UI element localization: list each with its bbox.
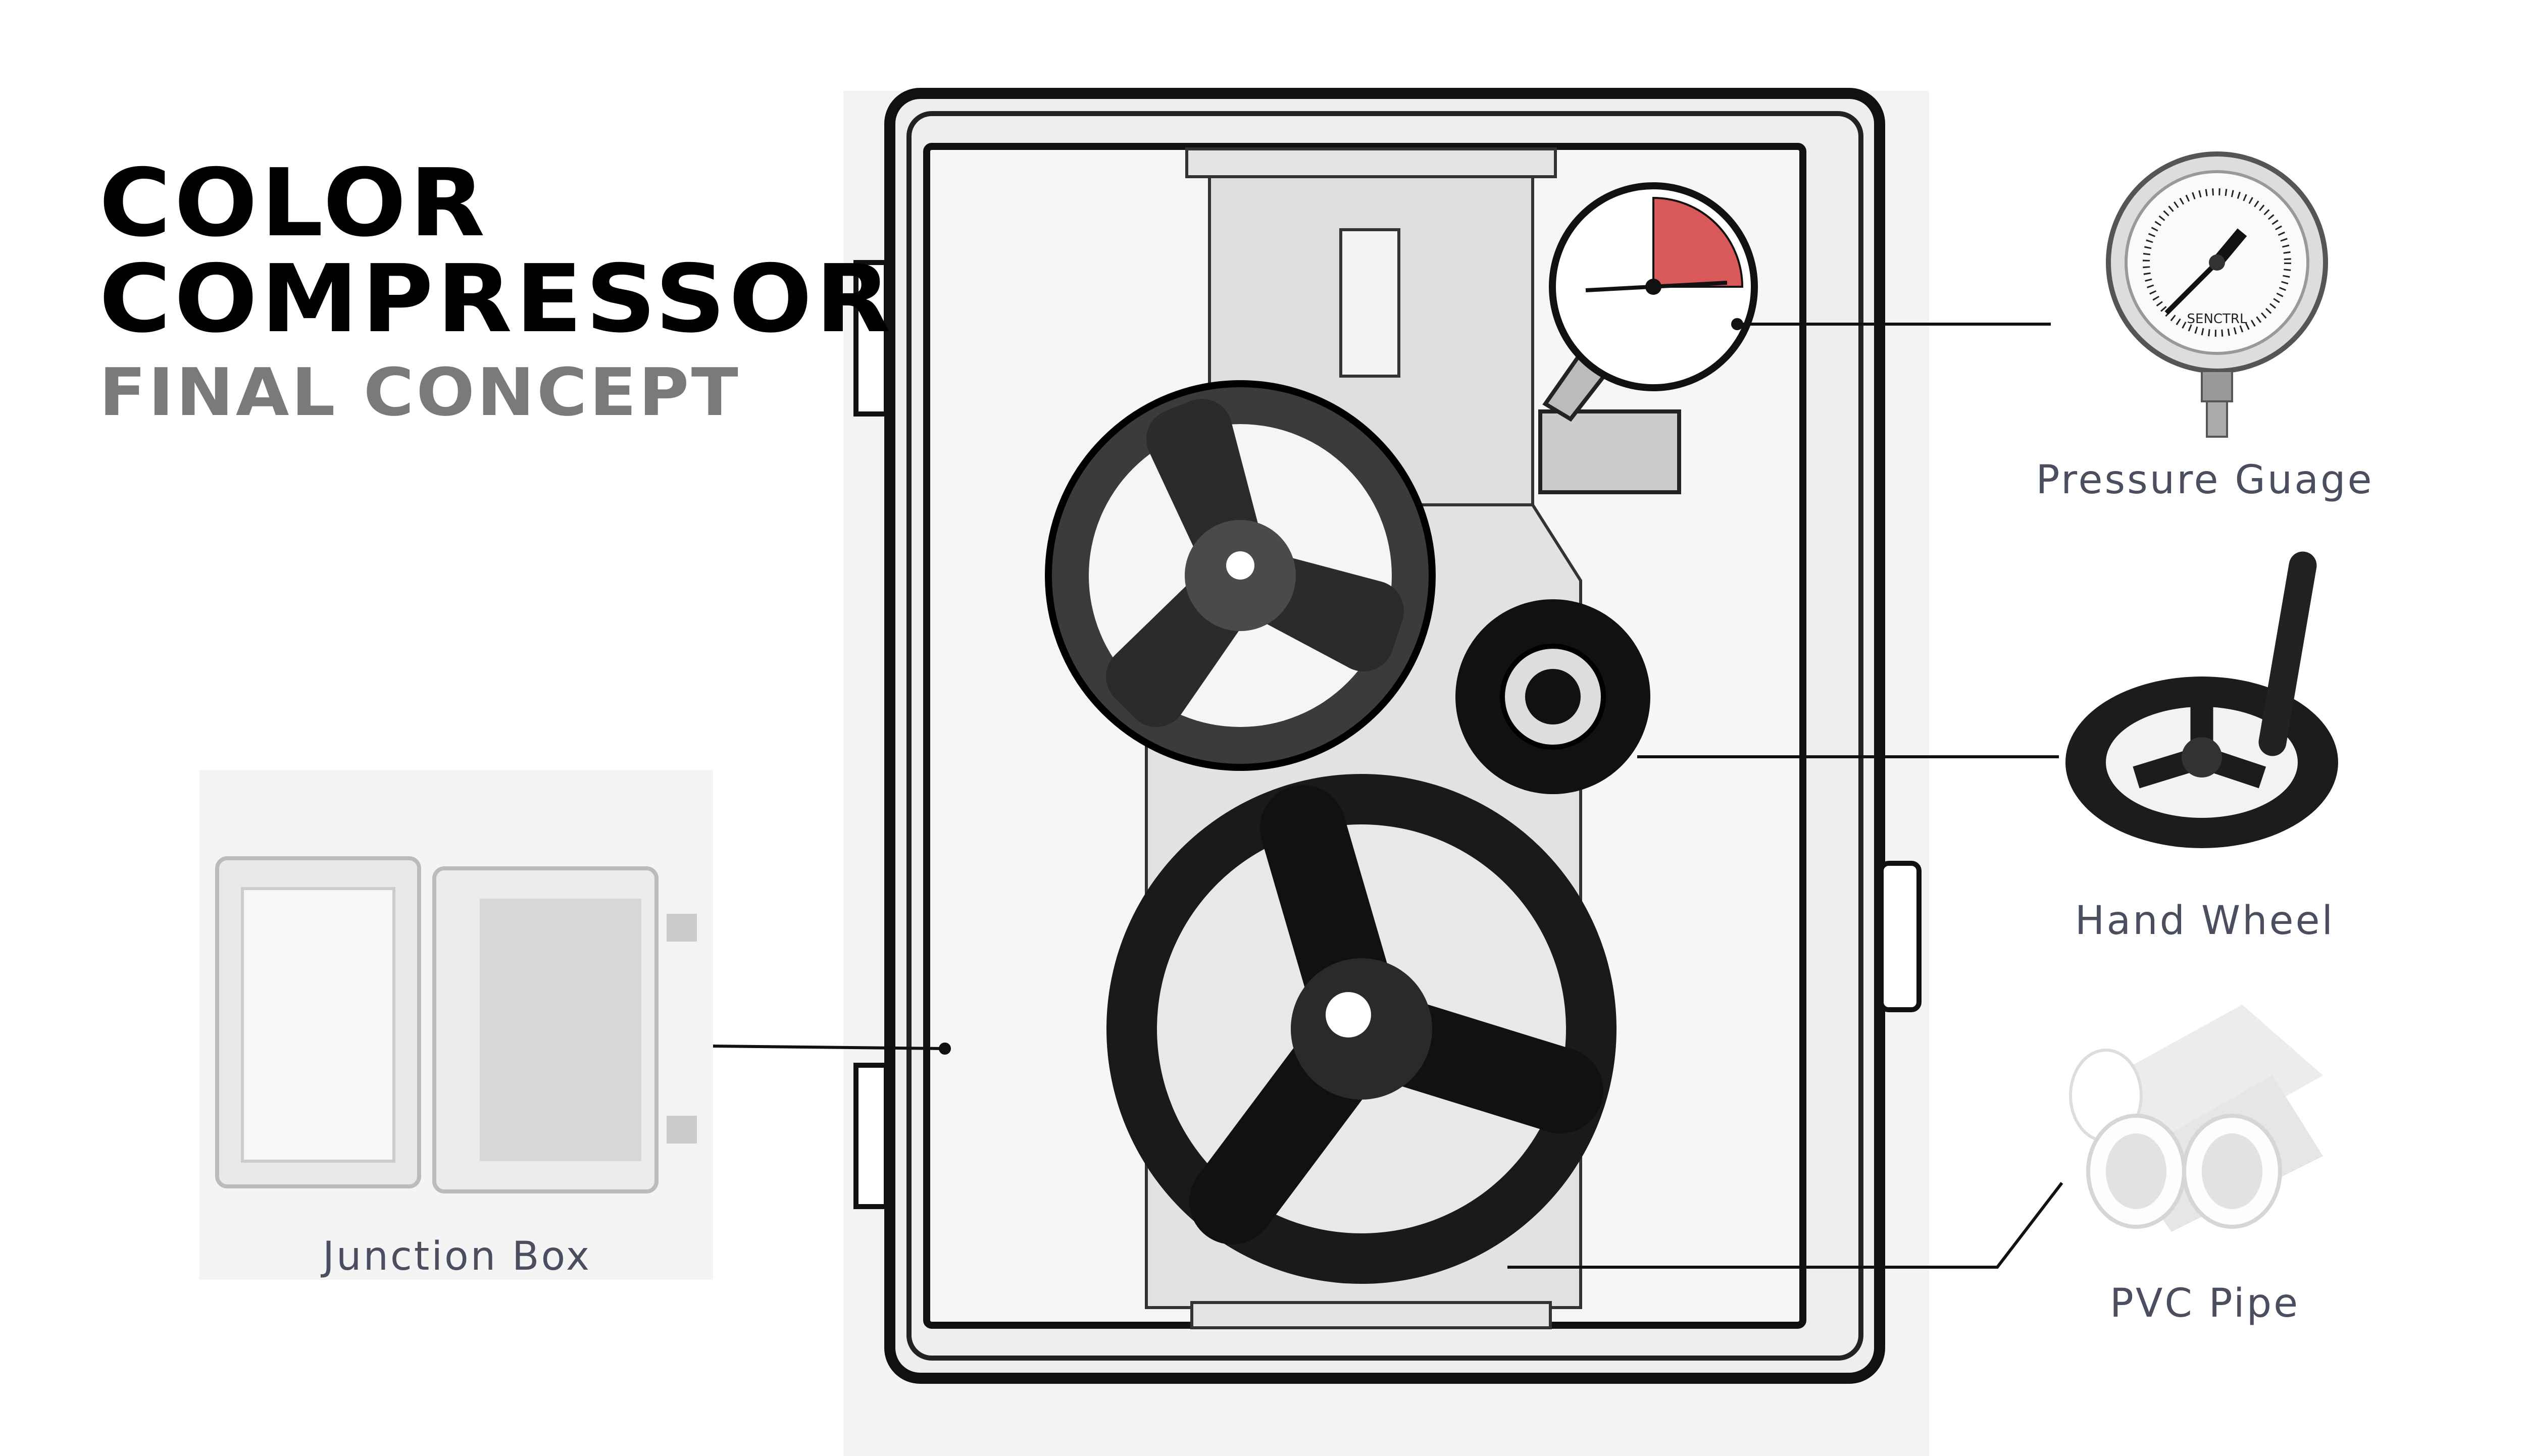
- subtitle: FINAL CONCEPT: [99, 354, 741, 431]
- hinge-bottom: [853, 1063, 889, 1209]
- gauge-fitting: [1538, 409, 1681, 494]
- pressure-gauge-photo: SENCTRL: [2106, 151, 2328, 438]
- hinge-top: [853, 260, 889, 417]
- junction-box-photo: [199, 770, 713, 1280]
- pvc-pipe-leader: [1507, 1182, 2063, 1269]
- title-line-1: COLOR: [99, 148, 488, 257]
- latch: [1879, 861, 1922, 1012]
- pvc-pipe-bottom-flange: [1190, 1301, 1552, 1329]
- pvc-pipe-label: PVC Pipe: [2109, 1281, 2300, 1326]
- hand-wheel-photo: [2065, 551, 2338, 848]
- hand-wheel-large: [1106, 774, 1617, 1284]
- title-line-2: COMPRESSOR: [99, 244, 894, 353]
- gauge-red-zone: [1652, 196, 1744, 288]
- hand-wheel-small: [1045, 380, 1436, 771]
- pvc-pipe-top-flange: [1185, 147, 1557, 178]
- hand-wheel-knob: [1455, 599, 1650, 794]
- hand-wheel-label: Hand Wheel: [2075, 898, 2335, 944]
- junction-box-label: Junction Box: [323, 1234, 591, 1279]
- gauge-hub: [1645, 279, 1661, 295]
- gauge-brand: SENCTRL: [2187, 311, 2247, 327]
- pressure-gauge-leader-dot: [1731, 318, 1743, 330]
- pvc-pipe-slot: [1339, 228, 1400, 378]
- pvc-pipe-photo: [2069, 1005, 2323, 1232]
- pressure-gauge-label: Pressure Guage: [2036, 457, 2374, 503]
- enclosure-lip: [906, 111, 1863, 1361]
- junction-box-leader-dot: [939, 1043, 951, 1055]
